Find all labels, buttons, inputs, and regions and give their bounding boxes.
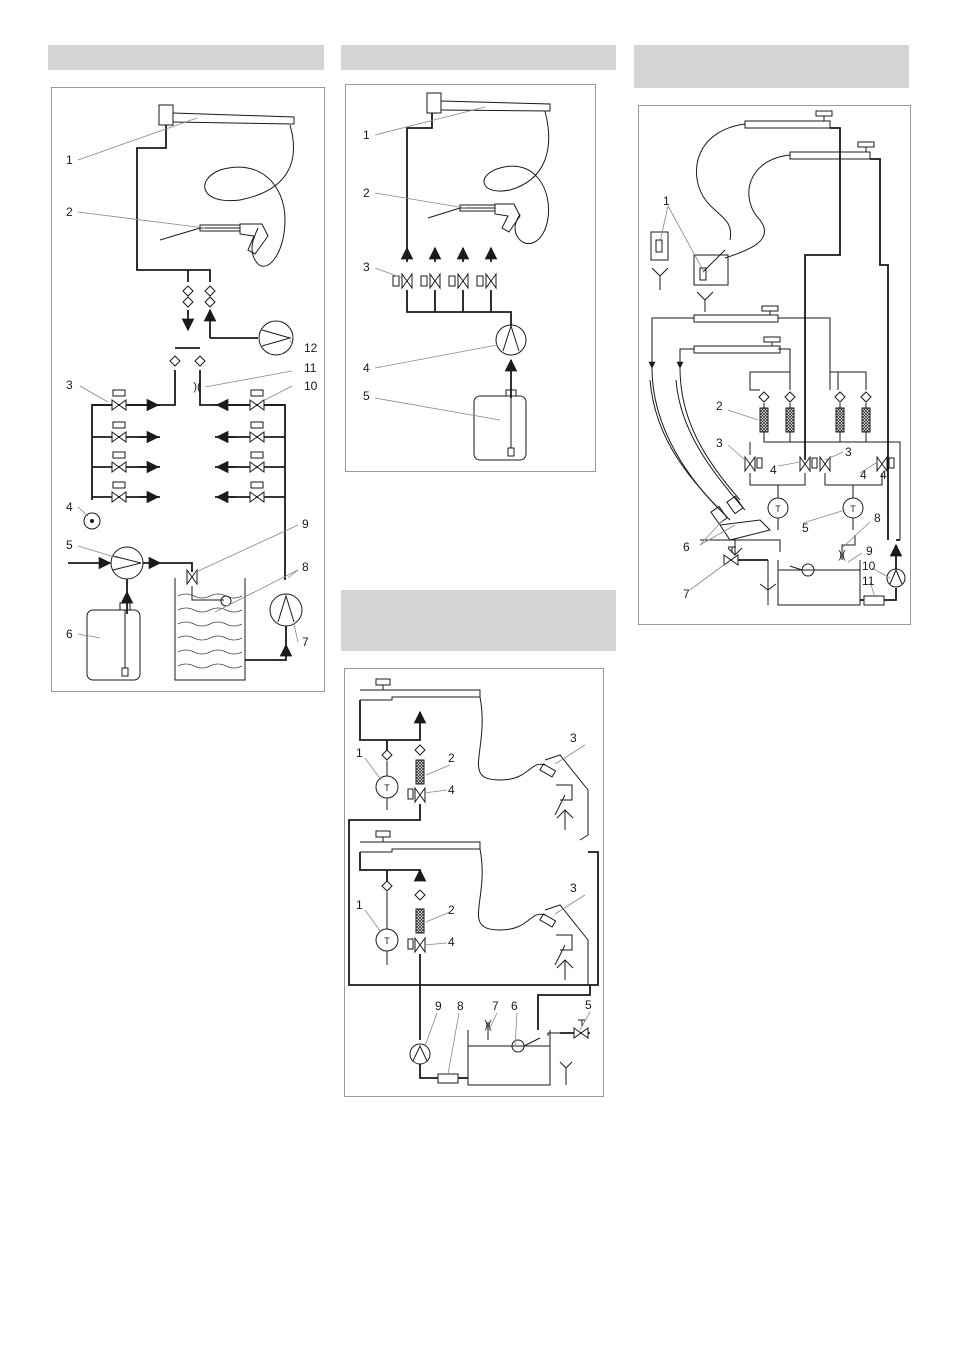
label-4-mid-d: 4 [860,468,867,482]
gauge-t-2-d: T [850,504,856,514]
tank-6-c [468,1030,550,1085]
label-2-lower-c: 2 [448,903,455,917]
gauge-t-lower-c: T [384,936,390,946]
label-1-b: 1 [363,128,370,142]
gun-holder-upper-c [545,755,588,840]
label-7-c: 7 [492,999,499,1013]
canister-6-a [87,610,140,680]
label-3-lower-c: 3 [570,881,577,895]
lance-top2-d [790,147,870,159]
holder-1b-d [694,255,728,285]
label-4-left-d: 4 [770,463,777,477]
gauge-t-1-d: T [775,504,781,514]
label-2-upper-c: 2 [448,751,455,765]
label-1-d: 1 [663,194,670,208]
label-1-a: 1 [66,153,73,167]
label-1-upper-c: 1 [356,746,363,760]
lance-head-b [427,93,441,113]
lance-a [173,113,294,124]
label-7-d: 7 [683,587,690,601]
pump-4-b [496,325,526,355]
label-10-d: 10 [862,559,876,573]
label-4-a: 4 [66,500,73,514]
tank-9-d [778,560,860,605]
label-9-d: 9 [866,544,873,558]
dosing-pump-5-a [111,547,143,579]
label-2-a: 2 [66,205,73,219]
svg-text:)(: )( [193,381,201,393]
hose-top1-d [696,124,745,240]
label-5-c: 5 [585,998,592,1012]
label-12-a: 12 [304,341,318,355]
lance-mid2-d [694,342,780,353]
label-11-a: 11 [304,361,317,375]
label-3-b: 3 [363,260,370,274]
gun-handle-b [495,204,520,232]
filter-8-c [438,1074,458,1083]
filter-11-d [864,596,884,605]
diagram-c: T T )( 1 [349,679,598,1085]
label-9-a: 9 [302,517,309,531]
label-8-a: 8 [302,560,309,574]
pump-7-a [270,594,302,626]
gun-holder-lower-c [545,905,588,985]
diagram-d: T T )( 1 2 3 4 3 4 4 5 6 7 8 9 10 [650,111,905,605]
label-4-lower-c: 4 [448,935,455,949]
lance-head-a [159,105,173,125]
label-5-a: 5 [66,538,73,552]
label-4-right-d: 4 [880,468,887,482]
pump-12-a [259,321,293,355]
label-6-d: 6 [683,540,690,554]
label-6-c: 6 [511,999,518,1013]
pipe-top-a [137,125,210,282]
label-4-upper-c: 4 [448,783,455,797]
label-9-c: 9 [435,999,442,1013]
label-1-lower-c: 1 [356,898,363,912]
hose-a [205,125,294,266]
label-3-upper-c: 3 [570,731,577,745]
label-5-d: 5 [802,521,809,535]
hose-lower-c [478,849,545,930]
label-8-c: 8 [457,999,464,1013]
diagram-a: )( [66,105,318,680]
hose-top2-d [725,155,790,258]
label-7-a: 7 [302,635,309,649]
label-8-d: 8 [874,511,881,525]
lance-lower-c [360,837,480,852]
holder-1a-d [651,232,668,260]
label-3-right-d: 3 [845,445,852,459]
label-10-a: 10 [304,379,318,393]
hose-upper-c [478,697,545,780]
label-3-left-d: 3 [716,436,723,450]
label-2-b: 2 [363,186,370,200]
lance-mid1-d [694,311,778,322]
canister-5-b [474,396,526,460]
label-11-d: 11 [862,574,875,588]
lance-b [441,101,550,111]
label-4-b: 4 [363,361,370,375]
diagram-b: 1 2 3 4 5 [363,93,550,460]
tank-8-a [175,578,245,680]
label-3-a: 3 [66,378,73,392]
hose-b [484,111,549,244]
valves-left-a [92,390,160,502]
label-6-a: 6 [66,627,73,641]
label-5-b: 5 [363,389,370,403]
valves-right-a [215,390,285,502]
gauge-t-upper-c: T [384,783,390,793]
pipe-b [407,113,432,260]
label-2-d: 2 [716,399,723,413]
lance-upper-c [360,685,480,700]
lance-top1-d [745,116,830,128]
